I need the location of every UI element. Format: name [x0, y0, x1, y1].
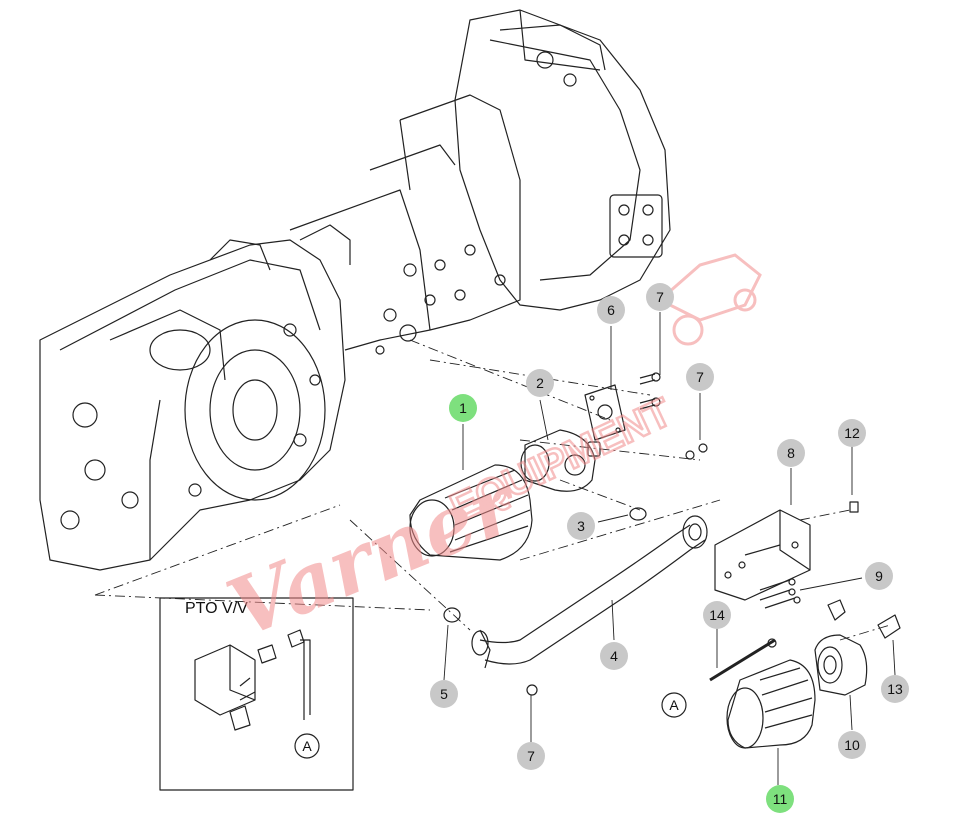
part-11-filter: [726, 659, 816, 749]
part-8-bracket: [714, 509, 811, 601]
callout-bubble: [597, 296, 625, 324]
callout-bubble: [766, 785, 794, 813]
callout-c3: 3: [567, 512, 595, 540]
callout-label: 13: [887, 681, 903, 697]
callout-bubble: [838, 419, 866, 447]
callout-c8: 8: [777, 439, 805, 467]
part-14-nut: [767, 638, 777, 648]
callout-bubble: [449, 394, 477, 422]
callout-c1: 1: [449, 394, 477, 422]
callout-c10: 10: [838, 731, 866, 759]
inset-pto-valve: [159, 597, 354, 791]
leader-lines: [443, 312, 896, 785]
part-6-gasket: [584, 384, 626, 441]
callout-c9: 9: [865, 562, 893, 590]
callout-label: 2: [536, 375, 544, 391]
callout-c6: 6: [597, 296, 625, 324]
callout-label: 7: [656, 289, 664, 305]
inset-title: PTO V/V: [185, 600, 248, 617]
callout-c7a: 7: [646, 283, 674, 311]
callout-label: 1: [459, 400, 467, 416]
part-9-bolts: [759, 578, 801, 609]
callout-c13: 13: [881, 675, 909, 703]
callout-c12: 12: [838, 419, 866, 447]
part-5-o-ring: [443, 607, 461, 623]
transmission-housing: [39, 9, 671, 571]
callout-bubble: [430, 680, 458, 708]
callout-bubble: [567, 512, 595, 540]
assembly-lines: [94, 339, 891, 641]
callout-bubble: [686, 363, 714, 391]
callout-label: 9: [875, 568, 883, 584]
callout-bubble: [703, 601, 731, 629]
callout-cA: A: [661, 692, 687, 718]
watermark: Varner EQUIPMENT: [215, 253, 762, 656]
callout-label: 12: [844, 425, 860, 441]
callout-bubble: [777, 439, 805, 467]
part-14-stud: [709, 638, 776, 682]
callout-c4: 4: [600, 642, 628, 670]
callout-label: 10: [844, 737, 860, 753]
callout-label: 14: [709, 607, 725, 623]
callout-c2: 2: [526, 369, 554, 397]
callout-c11: 11: [766, 785, 794, 813]
inset-ref-a: A: [294, 733, 320, 759]
callout-label: 4: [610, 648, 618, 664]
part-10-filter-base: [814, 599, 868, 696]
part-7-bolt-lower: [526, 684, 538, 696]
callout-bubble: [661, 692, 687, 718]
callout-label: 8: [787, 445, 795, 461]
callout-bubble: [600, 642, 628, 670]
callout-bubble: [881, 675, 909, 703]
watermark-tractor-icon: [657, 253, 762, 346]
callout-c14: 14: [703, 601, 731, 629]
part-2-filter-head: [520, 429, 601, 492]
callout-bubble: [526, 369, 554, 397]
callout-bubble: [838, 731, 866, 759]
callout-label: 7: [527, 748, 535, 764]
callout-c5: 5: [430, 680, 458, 708]
callout-label: 3: [577, 518, 585, 534]
part-1-filter: [409, 464, 533, 561]
part-3-o-ring: [629, 507, 647, 521]
callout-bubble: [646, 283, 674, 311]
callout-c7c: 7: [517, 742, 545, 770]
part-12-bolt: [849, 501, 859, 513]
callout-label: 11: [773, 791, 788, 807]
callout-label: 5: [440, 686, 448, 702]
callout-label: A: [669, 697, 679, 713]
inset-ref-label: A: [302, 738, 312, 754]
callout-bubble: [517, 742, 545, 770]
bolts-7-upper: [639, 372, 708, 460]
part-13-fitting: [877, 614, 901, 639]
callout-bubble: [865, 562, 893, 590]
callout-c7b: 7: [686, 363, 714, 391]
part-4-pipe: [471, 515, 708, 669]
callout-label: 6: [607, 302, 615, 318]
callout-label: 7: [696, 369, 704, 385]
